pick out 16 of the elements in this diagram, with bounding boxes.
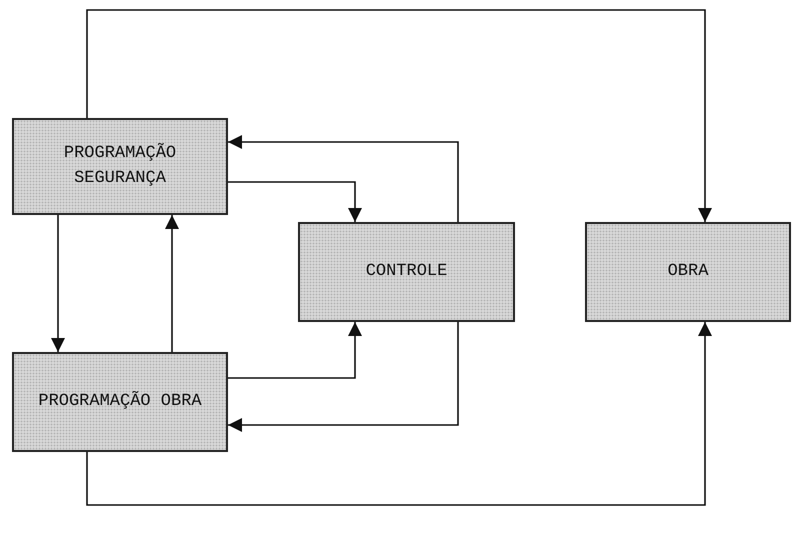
box-label: PROGRAMAÇÃO OBRA — [37, 390, 203, 413]
process-box — [12, 118, 228, 215]
arrow — [228, 135, 459, 222]
process-box — [585, 222, 791, 322]
arrow — [228, 322, 362, 379]
box-label: PROGRAMAÇÃO SEGURANÇA — [62, 142, 178, 190]
process-box — [298, 222, 515, 322]
arrow — [86, 322, 712, 506]
arrow — [51, 215, 65, 352]
arrow — [165, 215, 179, 352]
arrow — [228, 322, 459, 432]
process-box — [12, 352, 228, 452]
box-label: OBRA — [666, 260, 710, 283]
box-label: CONTROLE — [364, 260, 448, 283]
arrow — [228, 181, 362, 222]
arrow — [86, 9, 712, 222]
